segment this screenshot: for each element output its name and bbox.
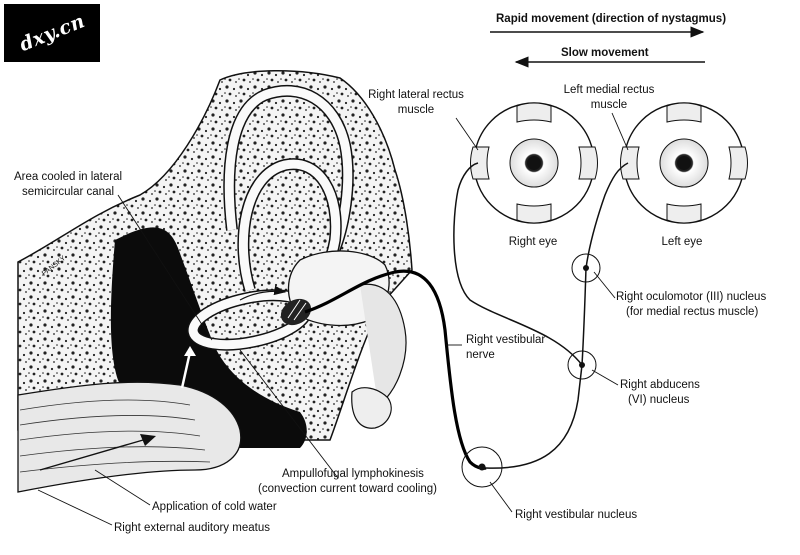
- vestibular-nerve-label-1: Right vestibular: [466, 334, 545, 346]
- right-lateral-rectus-label-2: muscle: [398, 104, 434, 116]
- right-lateral-rectus-label-1: Right lateral rectus: [368, 89, 464, 101]
- vestibular-nerve-label-2: nerve: [466, 349, 495, 361]
- oculomotor-label-2: (for medial rectus muscle): [626, 306, 758, 318]
- leader-lines: [37, 112, 629, 526]
- external-auditory-canal: [17, 381, 242, 493]
- watermark-text: dxy.cn: [16, 9, 88, 57]
- watermark-logo: dxy.cn: [4, 4, 100, 62]
- oculomotor-label-1: Right oculomotor (III) nucleus: [616, 291, 766, 303]
- right-eye: [470, 102, 598, 224]
- ampullofugal-label-2: (convection current toward cooling): [258, 483, 437, 495]
- vestibular-nucleus-label: Right vestibular nucleus: [515, 509, 637, 521]
- area-cooled-label-2: semicircular canal: [22, 186, 114, 198]
- nucleus-markers: [461, 253, 601, 488]
- left-medial-rectus-label-1: Left medial rectus: [564, 84, 655, 96]
- cold-water-label: Application of cold water: [152, 501, 277, 513]
- cooling-arrow: [180, 351, 192, 389]
- vestibular-nerve-pathway: [304, 162, 629, 470]
- cold-water-stream: [39, 434, 156, 471]
- abducens-label-2: (VI) nucleus: [628, 394, 690, 406]
- nerve-roots: [351, 283, 407, 429]
- slow-movement-arrow: Slow movement: [514, 47, 705, 68]
- slow-movement-label: Slow movement: [561, 47, 649, 59]
- labels: Right lateral rectus muscle Left medial …: [14, 84, 766, 534]
- abducens-label-1: Right abducens: [620, 379, 700, 391]
- left-eye: [620, 102, 748, 224]
- ampullofugal-label-1: Ampullofugal lymphokinesis: [282, 468, 424, 480]
- auditory-meatus-label: Right external auditory meatus: [114, 522, 270, 534]
- right-eye-label: Right eye: [509, 236, 558, 248]
- left-medial-rectus-label-2: muscle: [591, 99, 627, 111]
- rapid-movement-label: Rapid movement (direction of nystagmus): [496, 13, 726, 25]
- area-cooled-label-1: Area cooled in lateral: [14, 171, 122, 183]
- left-eye-label: Left eye: [662, 236, 703, 248]
- rapid-movement-arrow: Rapid movement (direction of nystagmus): [490, 13, 726, 38]
